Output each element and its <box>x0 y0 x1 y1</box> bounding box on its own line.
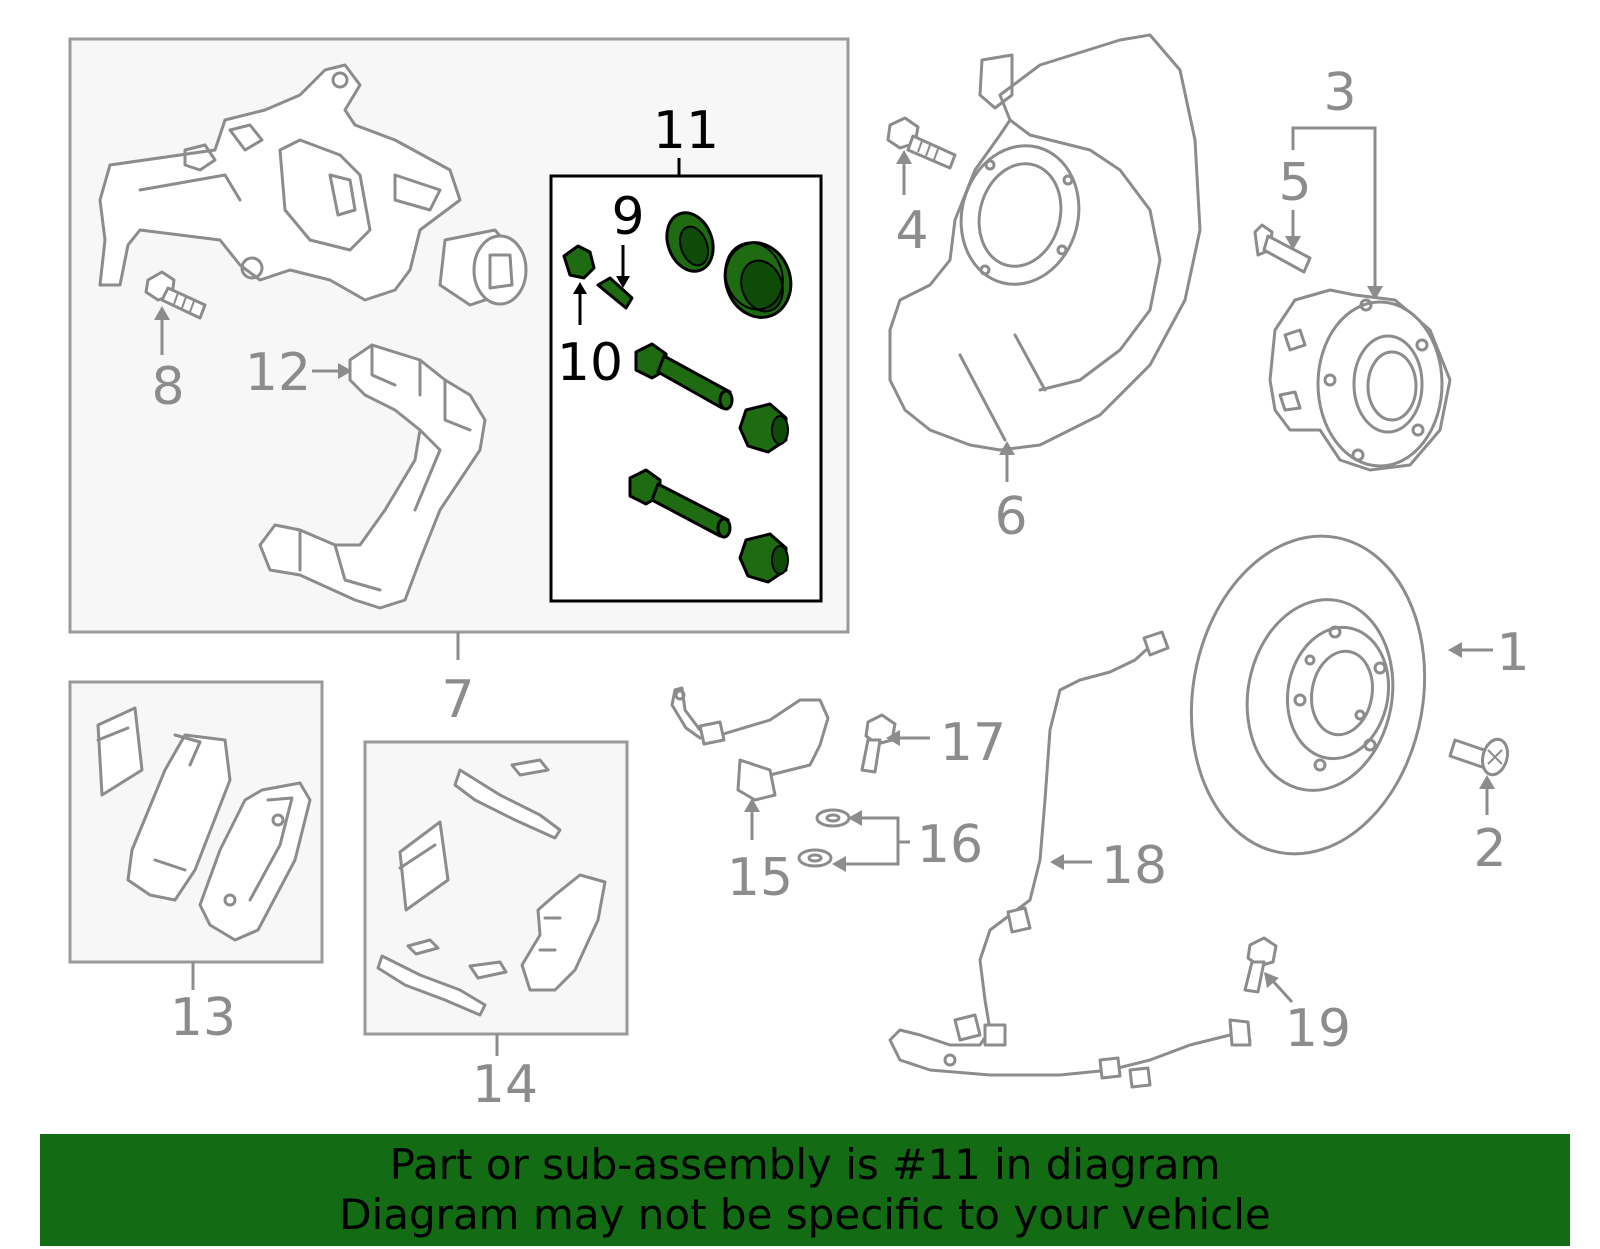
wheel-hub-bearing-3[interactable] <box>1268 288 1452 472</box>
callout-9: 9 <box>611 187 644 247</box>
callout-5: 5 <box>1278 153 1311 213</box>
callout-17: 17 <box>940 713 1006 773</box>
callout-19: 19 <box>1285 999 1351 1059</box>
callout-14: 14 <box>472 1055 538 1115</box>
brake-pad-inner[interactable] <box>126 733 232 902</box>
pad-shim[interactable] <box>96 706 144 797</box>
wheel-stud-5[interactable] <box>1253 223 1312 274</box>
brake-rotor-1[interactable] <box>1167 517 1449 872</box>
abs-sensor-wire-18[interactable] <box>888 630 1252 1089</box>
guide-pin-upper[interactable] <box>634 342 734 411</box>
washer-lower-16[interactable] <box>797 848 833 868</box>
bolt-4[interactable] <box>886 116 957 170</box>
caliper-housing[interactable] <box>98 63 462 302</box>
callout-8: 8 <box>151 357 184 417</box>
banjo-bolt-17[interactable] <box>860 713 897 774</box>
callout-7: 7 <box>441 670 474 730</box>
callout-18: 18 <box>1101 836 1167 896</box>
info-banner: Part or sub-assembly is #11 in diagram D… <box>40 1134 1570 1246</box>
callout-6: 6 <box>994 487 1027 547</box>
callout-2: 2 <box>1473 819 1506 879</box>
callout-10: 10 <box>557 333 623 393</box>
banner-line-2: Diagram may not be specific to your vehi… <box>339 1190 1271 1239</box>
callout-16: 16 <box>917 815 983 875</box>
bleeder-screw-9[interactable] <box>596 276 634 310</box>
guide-pin-lower[interactable] <box>628 468 732 539</box>
rotor-screw-2[interactable] <box>1448 737 1511 778</box>
banner-line-1: Part or sub-assembly is #11 in diagram <box>389 1140 1221 1189</box>
callout-13: 13 <box>170 988 236 1048</box>
hardware-abutment[interactable] <box>520 873 607 992</box>
callout-4: 4 <box>895 201 928 261</box>
guide-pin-clip-10[interactable] <box>562 244 596 280</box>
hardware-spring[interactable] <box>376 938 508 1017</box>
guide-pin-boot-lower[interactable] <box>738 532 789 584</box>
guide-pin-boot-upper[interactable] <box>738 402 789 454</box>
caliper-bracket[interactable] <box>258 343 487 610</box>
brake-pad-outer[interactable] <box>198 781 312 942</box>
callout-1: 1 <box>1496 623 1529 683</box>
piston-seal[interactable] <box>659 206 721 277</box>
dust-shield[interactable] <box>888 33 1202 452</box>
callout-3: 3 <box>1323 63 1356 123</box>
piston-dust-boot[interactable] <box>715 233 801 326</box>
sensor-bolt-19[interactable] <box>1243 936 1278 994</box>
hardware-shim[interactable] <box>398 820 450 912</box>
callout-11: 11 <box>653 101 719 161</box>
caliper-piston[interactable] <box>438 228 528 307</box>
washer-upper-16[interactable] <box>815 808 851 828</box>
callout-15: 15 <box>727 848 793 908</box>
hardware-clip-top[interactable] <box>453 758 562 840</box>
brake-hose-15[interactable] <box>670 686 830 802</box>
callout-12: 12 <box>245 343 311 403</box>
bolt-8[interactable] <box>144 270 207 320</box>
